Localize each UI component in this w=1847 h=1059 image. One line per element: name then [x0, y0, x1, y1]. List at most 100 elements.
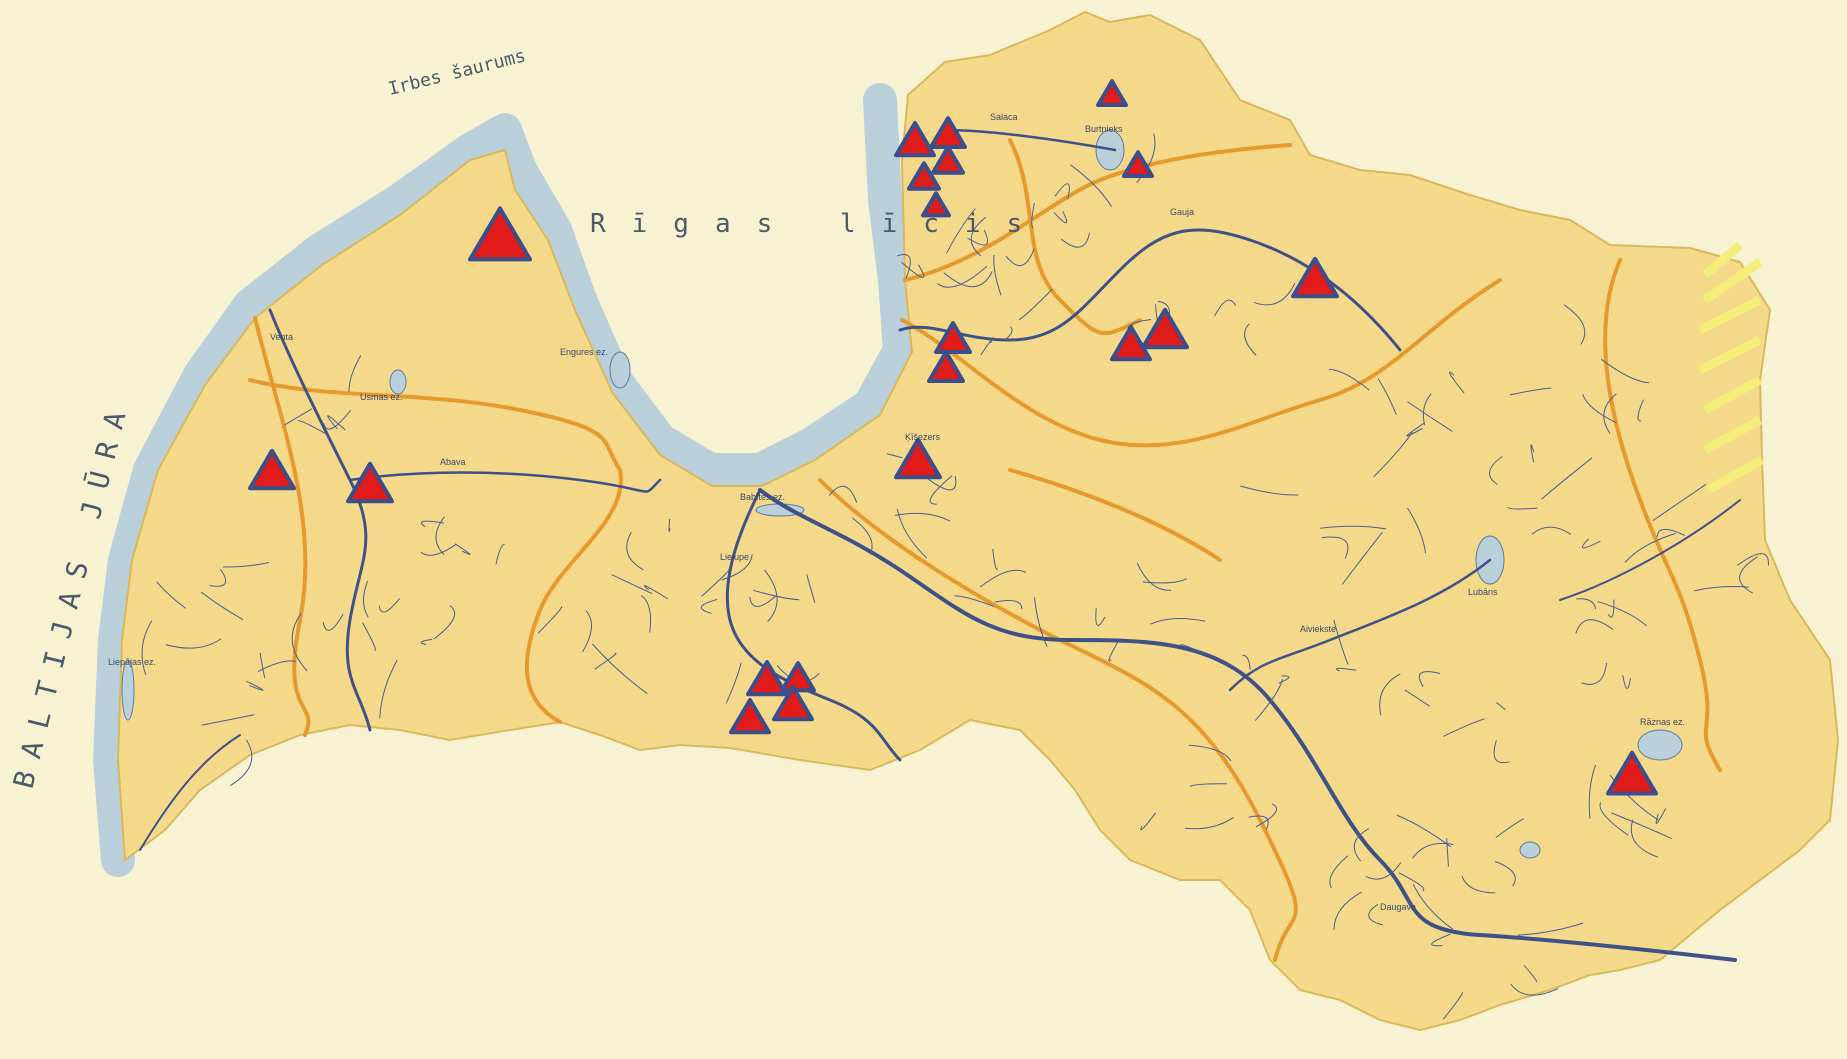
- triangle-marker-icon: [931, 145, 965, 175]
- tributary-line: [929, 475, 953, 505]
- tributary-line: [753, 589, 800, 601]
- tributary-line: [1255, 803, 1277, 828]
- tributary-line: [1431, 933, 1451, 947]
- river-daugava: [758, 488, 1737, 962]
- place-label: Usmas ez.: [360, 392, 403, 402]
- tributary-line: [1328, 368, 1370, 391]
- tributary-line: [1656, 528, 1685, 537]
- triangle-marker-icon: [468, 206, 532, 262]
- tributary-line: [362, 622, 376, 652]
- tributary-line: [156, 581, 187, 609]
- tributary-line: [1607, 599, 1615, 618]
- tributary-line: [495, 543, 505, 565]
- tributary-line: [435, 516, 445, 555]
- gulf-of-riga-label: Rīgas līcis: [590, 209, 1048, 239]
- tributary-line: [1320, 525, 1387, 530]
- triangle-marker-icon: [1110, 324, 1152, 362]
- tributary-line: [1600, 358, 1650, 384]
- tributary-line: [1060, 232, 1090, 248]
- tributary-line: [970, 216, 987, 257]
- tributary-line: [1407, 507, 1426, 554]
- tributary-line: [1493, 740, 1510, 764]
- tributary-line: [1541, 457, 1593, 500]
- tributary-line: [1136, 562, 1172, 591]
- tributary-line: [992, 548, 998, 570]
- tributary-line: [1244, 323, 1257, 356]
- place-label: Daugava: [1380, 902, 1416, 912]
- tributary-line: [1448, 371, 1465, 394]
- tributary-line: [1253, 282, 1296, 306]
- border-hatch: [1697, 241, 1765, 494]
- tributary-line: [644, 585, 668, 600]
- tributary-line: [701, 568, 730, 597]
- tributary-line: [1353, 828, 1370, 862]
- tributary-line: [433, 605, 456, 640]
- tributary-line: [886, 453, 903, 459]
- place-label: Lubāns: [1468, 587, 1498, 597]
- tributary-line: [1245, 657, 1280, 676]
- place-label: Abava: [440, 457, 466, 467]
- place-label: Salaca: [990, 112, 1018, 122]
- lake-sivers: [1519, 841, 1541, 859]
- land-mass: [116, 10, 1840, 1032]
- place-label: Gauja: [1170, 207, 1194, 217]
- place-label: Venta: [270, 332, 293, 342]
- sea-band: [93, 83, 917, 877]
- triangle-marker-icon: [248, 448, 296, 491]
- tributary-line: [1406, 422, 1426, 437]
- tributary-line: [852, 517, 873, 555]
- tributary-line: [928, 475, 957, 491]
- tributary-line: [1581, 538, 1601, 549]
- tributary-line: [1179, 644, 1208, 656]
- tributary-line: [246, 680, 264, 691]
- place-label: Lielupe: [720, 552, 749, 562]
- tributary-line: [1054, 183, 1070, 200]
- tributary-line: [229, 739, 253, 787]
- tributary-line: [1031, 202, 1035, 229]
- tributary-line: [946, 208, 976, 254]
- tributary-line: [1004, 326, 1013, 341]
- tributary-line: [1368, 903, 1383, 926]
- tributary-line: [1150, 618, 1206, 625]
- tributary-line: [1575, 619, 1614, 634]
- tributary-line: [1379, 673, 1401, 716]
- tributary-line: [1248, 815, 1269, 830]
- tributary-line: [1655, 808, 1667, 824]
- tributary-line: [1507, 506, 1538, 510]
- tributary-line: [954, 595, 995, 607]
- tributary-line: [1637, 399, 1644, 422]
- river-barta: [139, 734, 241, 851]
- tributary-line: [1446, 838, 1449, 867]
- tributary-line: [327, 415, 346, 431]
- tributary-line: [980, 337, 994, 356]
- tributary-line: [201, 714, 255, 726]
- tributary-line: [1739, 556, 1758, 594]
- tributary-line: [1018, 289, 1053, 321]
- tributary-line: [967, 229, 989, 246]
- tributary-line: [1341, 531, 1383, 585]
- tributary-line: [1597, 601, 1647, 627]
- tributary-line: [896, 508, 928, 559]
- tributary-line: [1142, 578, 1187, 584]
- tributary-line: [1184, 816, 1234, 830]
- tributary-line: [1517, 922, 1584, 936]
- tributary-line: [1108, 641, 1119, 662]
- tributary-line: [1333, 891, 1362, 930]
- triangle-marker-icon: [1096, 79, 1128, 108]
- tributary-line: [1189, 783, 1228, 788]
- tributary-line: [1622, 675, 1631, 689]
- markers-layer: [248, 79, 1658, 796]
- lake-engure: [609, 351, 631, 389]
- tributary-line: [259, 652, 266, 678]
- tributary-line: [1563, 304, 1586, 345]
- tributary-line: [257, 660, 297, 672]
- triangle-marker-icon: [927, 350, 965, 383]
- tributary-line: [1373, 431, 1413, 478]
- tributary-line: [348, 355, 362, 392]
- tributary-line: [1404, 689, 1430, 707]
- tributary-line: [1624, 533, 1676, 563]
- tributary-line: [537, 606, 563, 634]
- tributary-line: [379, 660, 398, 719]
